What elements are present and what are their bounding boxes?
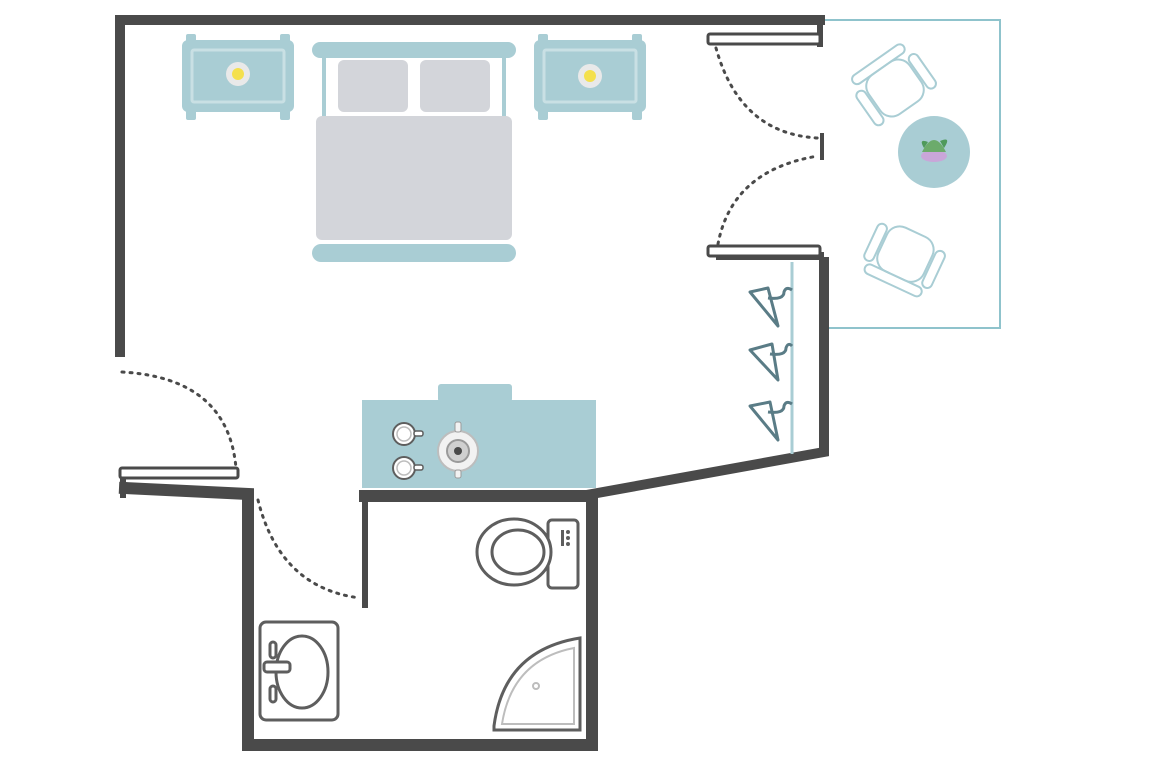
round-table[interactable]: [898, 116, 970, 188]
hanger-icon: [748, 342, 794, 382]
balcony-door-swing-top: [714, 46, 820, 140]
hanger-icon: [748, 400, 793, 442]
bathroom-door-swing: [256, 498, 362, 600]
bedroom: [182, 34, 794, 488]
potted-plant: [921, 139, 948, 162]
corner-shower[interactable]: [492, 636, 582, 732]
bed-footboard: [312, 244, 516, 262]
hanger-icon: [748, 286, 793, 328]
counter-backsplash: [438, 384, 512, 402]
cup-icon: [392, 456, 424, 480]
entry-door-swing: [120, 370, 238, 470]
lamp-icon: [578, 64, 602, 88]
door-jambs: [118, 32, 822, 498]
sink-faucet: [262, 660, 292, 674]
wardrobe-rail[interactable]: [748, 262, 794, 454]
nightstand-left[interactable]: [182, 34, 294, 120]
tea-counter[interactable]: [362, 384, 596, 488]
pillow-right: [420, 60, 490, 112]
double-bed[interactable]: [312, 42, 516, 262]
cup-icon: [392, 422, 424, 446]
toilet-seat: [490, 528, 546, 576]
balcony-door-swing-bottom: [716, 154, 820, 246]
entry-door-jamb: [118, 466, 240, 480]
sink[interactable]: [258, 620, 340, 722]
chair-upper[interactable]: [845, 39, 939, 129]
chair-lower[interactable]: [858, 217, 950, 301]
door-swings: [120, 46, 820, 600]
balcony-outline: [820, 19, 1001, 329]
bathroom: [258, 517, 582, 732]
kettle-icon: [437, 421, 479, 479]
balcony: [820, 19, 1001, 329]
nightstand-right[interactable]: [534, 34, 646, 120]
balcony-door-jamb-bottom: [706, 244, 822, 258]
lamp-icon: [226, 62, 250, 86]
bed-blanket: [316, 116, 512, 240]
balcony-door-jamb-top: [706, 32, 822, 46]
wall-bathroom-outer: [118, 481, 598, 751]
plant-icon: [921, 139, 948, 162]
wall-right-angled: [586, 257, 829, 500]
toilet[interactable]: [475, 517, 580, 590]
pillow-left: [338, 60, 408, 112]
